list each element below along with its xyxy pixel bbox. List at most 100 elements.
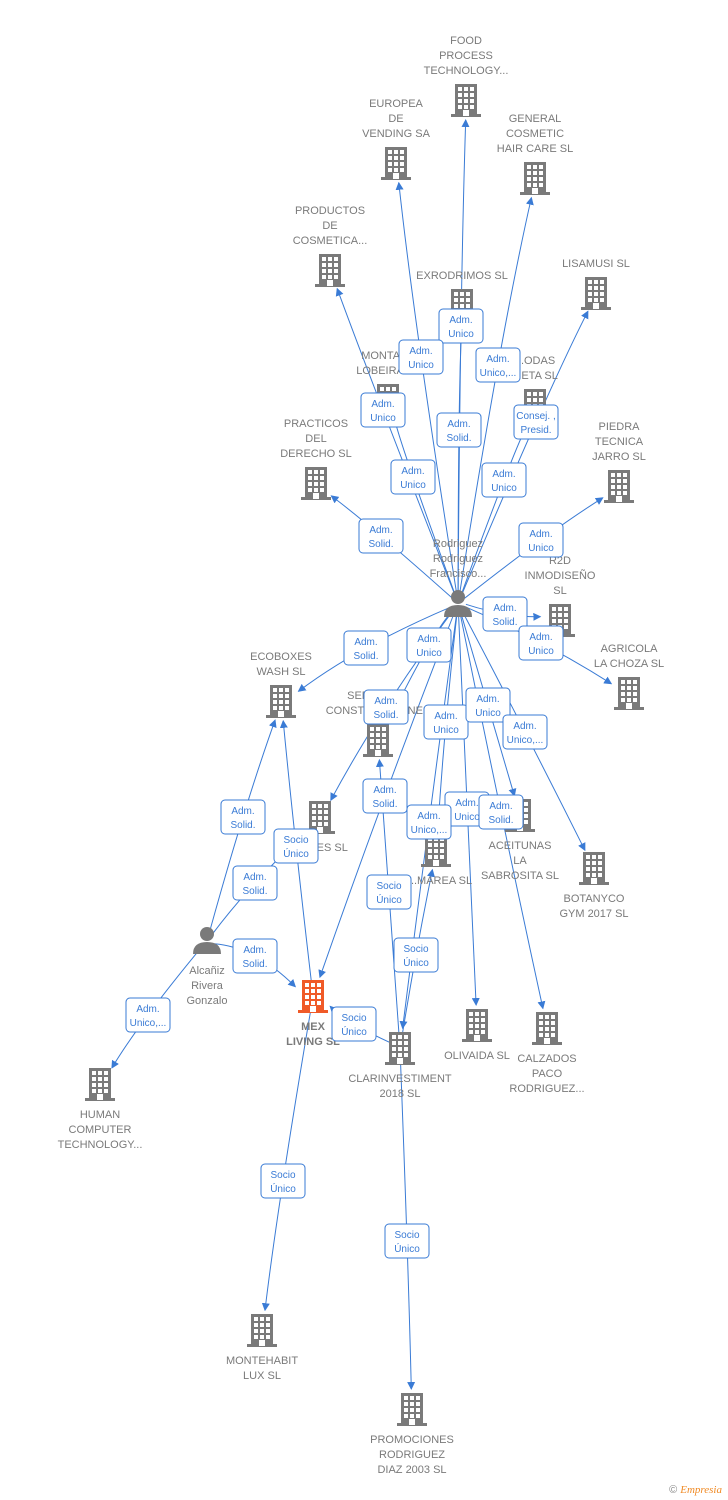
node-productos[interactable]: PRODUCTOSDECOSMETICA... (293, 205, 368, 287)
edge-label-rodriguez-to-serduran[interactable]: Adm.Unico (406, 627, 452, 663)
edge-label-rodriguez-to-productos[interactable]: Adm.Unico (360, 392, 406, 428)
node-calzados[interactable]: CALZADOSPACORODRIGUEZ... (509, 1012, 585, 1095)
edge-label-alcaniz-to-ecoboxes[interactable]: Adm.Solid. (220, 799, 266, 835)
edge-label-box[interactable] (438, 308, 484, 344)
edge-label-rodriguez-to-calzados[interactable]: Adm.Solid. (478, 794, 524, 830)
edge-label-box[interactable] (398, 339, 444, 375)
edge-label-rodriguez-to-clarinv[interactable]: Adm.Unico,... (406, 804, 452, 840)
edge-label-text: Unico (448, 329, 474, 340)
edge-label-box[interactable] (393, 937, 439, 973)
edge-label-box[interactable] (343, 630, 389, 666)
node-area[interactable]: ...MAREA SL (408, 834, 472, 887)
edge-label-rodriguez-to-europea[interactable]: Adm.Unico (398, 339, 444, 375)
edge-label-text: Solid. (242, 886, 267, 897)
edge-label-alcaniz-to-boxes[interactable]: Adm.Solid. (232, 865, 278, 901)
edge-label-box[interactable] (436, 412, 482, 448)
edge-label-box[interactable] (331, 1006, 377, 1042)
node-label: SABROSITA SL (481, 870, 559, 882)
node-food[interactable]: FOODPROCESSTECHNOLOGY... (424, 35, 509, 117)
edge-label-rodriguez-to-food[interactable]: Adm. Unico (438, 308, 484, 344)
node-label: DIAZ 2003 SL (377, 1464, 446, 1476)
edge-label-rodriguez-to-bodas[interactable]: Adm.Unico (481, 462, 527, 498)
edge-label-box[interactable] (232, 938, 278, 974)
edge-label-rodriguez-to-mex[interactable]: Adm.Solid. (362, 778, 408, 814)
edge-label-box[interactable] (502, 714, 548, 750)
brand-logo[interactable]: Empresia (680, 1484, 722, 1496)
edge-label-rodriguez-to-piedra[interactable]: Adm.Unico (518, 522, 564, 558)
edge-label-text: Adm. (455, 798, 478, 809)
edge-label-box[interactable] (475, 347, 521, 383)
edge-label-box[interactable] (273, 828, 319, 864)
copyright-notice: © Empresia (669, 1484, 722, 1496)
edge-label-rodriguez-to-lisamusi[interactable]: Consej. ,Presid. (513, 404, 559, 440)
edge-label-rodriguez-to-agricola[interactable]: Adm.Unico (518, 625, 564, 661)
edge-label-box[interactable] (363, 689, 409, 725)
edge-label-text: Adm. (447, 419, 470, 430)
edge-label-box[interactable] (390, 459, 436, 495)
edge-label-text: Solid. (492, 617, 517, 628)
edge-label-rodriguez-to-botanyco[interactable]: Adm.Unico,... (502, 714, 548, 750)
edge-label-rodriguez-to-practicos[interactable]: Adm.Solid. (358, 518, 404, 554)
edge-label-alcaniz-to-human[interactable]: Adm.Unico,... (125, 997, 171, 1033)
edge-label-box[interactable] (362, 778, 408, 814)
edge-label-box[interactable] (518, 522, 564, 558)
node-lisamusi[interactable]: LISAMUSI SL (562, 258, 630, 310)
edge-label-box[interactable] (406, 627, 452, 663)
edge-label-rodriguez-to-aceitunas[interactable]: Adm.Unico (465, 687, 511, 723)
edge-label-box[interactable] (384, 1223, 430, 1259)
node-label: LISAMUSI SL (562, 258, 630, 270)
node-rodriguez[interactable]: RodriguezRodriguezFrancisco... (430, 538, 487, 617)
edge-label-alcaniz-to-mex[interactable]: Adm.Solid. (232, 938, 278, 974)
edge-label-box[interactable] (465, 687, 511, 723)
edge-label-box[interactable] (358, 518, 404, 554)
node-human[interactable]: HUMANCOMPUTERTECHNOLOGY... (58, 1068, 143, 1151)
edge-label-box[interactable] (366, 874, 412, 910)
edge-label-text: Adm. (449, 315, 472, 326)
edge-label-text: Adm. (417, 634, 440, 645)
edge-label-rodriguez-to-r2d[interactable]: Adm.Solid. (482, 596, 528, 632)
edge-label-text: Solid. (368, 539, 393, 550)
edge-label-box[interactable] (518, 625, 564, 661)
edge-label-box[interactable] (232, 865, 278, 901)
edge-label-text: Socio (394, 1230, 419, 1241)
edge-label-rodriguez-to-area[interactable]: Adm.Unico (423, 704, 469, 740)
node-boxes[interactable]: ...XES SL (300, 801, 348, 854)
edge-label-rodriguez-to-exrodrimos[interactable]: Adm.Solid. (436, 412, 482, 448)
edge-label-box[interactable] (260, 1163, 306, 1199)
building-icon (532, 1012, 562, 1045)
edge-label-box[interactable] (482, 596, 528, 632)
edge-label-box[interactable] (406, 804, 452, 840)
node-label: Francisco... (430, 568, 487, 580)
node-olivaida[interactable]: OLIVAIDA SL (444, 1009, 510, 1062)
edge-label-rodriguez-to-general[interactable]: Adm.Unico,... (475, 347, 521, 383)
edge-label-box[interactable] (360, 392, 406, 428)
edge-label-box[interactable] (478, 794, 524, 830)
building-icon (385, 1032, 415, 1065)
edge-label-box[interactable] (513, 404, 559, 440)
edge-label-rodriguez-to-montaj[interactable]: Adm.Unico (390, 459, 436, 495)
edge-label-box[interactable] (125, 997, 171, 1033)
edge-label-box[interactable] (220, 799, 266, 835)
edge-label-box[interactable] (481, 462, 527, 498)
edge-label-rodriguez-to-ecoboxes[interactable]: Adm.Solid. (343, 630, 389, 666)
edge-label-rodriguez-to-boxes[interactable]: Adm.Solid. (363, 689, 409, 725)
